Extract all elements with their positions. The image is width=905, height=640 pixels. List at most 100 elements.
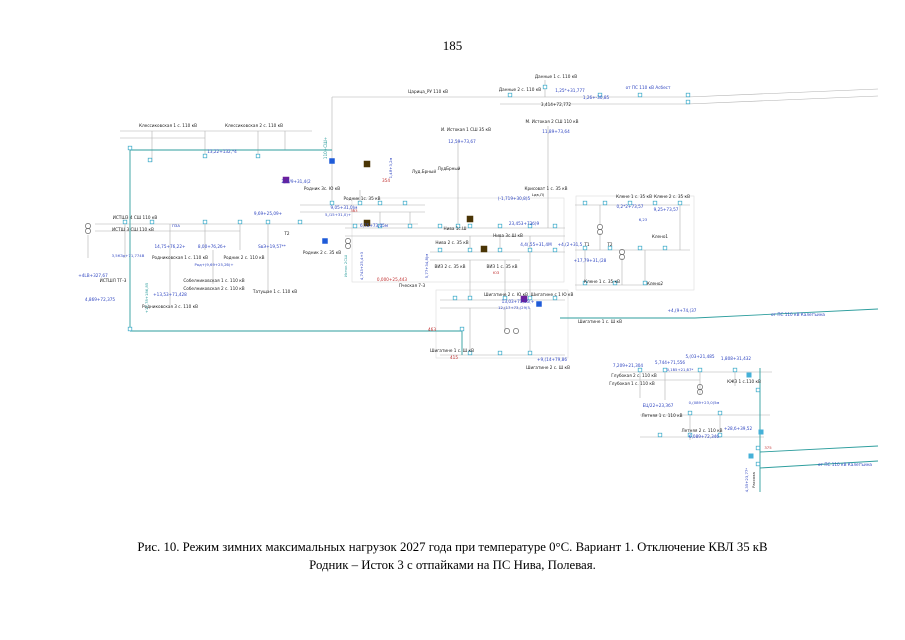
node-box — [467, 247, 473, 253]
diagram-label: +13,53+71,428 — [153, 292, 187, 297]
transformer-circle — [345, 238, 351, 244]
node-box — [627, 200, 633, 206]
diagram-label: 7,209+21,304 — [613, 363, 643, 368]
diagram-label: 9,05+31,0)м — [331, 205, 358, 210]
diagram-label: Царица_РУ 110 кВ — [408, 89, 448, 94]
breaker-box-purple — [520, 295, 528, 303]
bus-line — [687, 95, 879, 105]
diagram-label: 1,25*+31,777 — [555, 88, 585, 93]
diagram-label: ИСТШЛ ТГ-3 — [100, 278, 127, 283]
node-box — [297, 219, 303, 225]
node-box — [352, 223, 358, 229]
diagram-label: Шигатине 2 с. Ш кВ — [526, 365, 570, 370]
diagram-label: 6,23 — [639, 217, 648, 222]
diagram-label: 0,(089+23,0(5м — [689, 400, 720, 405]
breaker-box-cyan — [758, 429, 764, 435]
node-box — [685, 99, 691, 105]
node-box — [597, 92, 603, 98]
diagram-label: Собелниковская 2 с. 110 кВ — [183, 286, 244, 291]
node-box — [755, 461, 761, 467]
node-box — [407, 223, 413, 229]
diagram-label: Татущае 1 с. 110 кВ — [252, 289, 297, 294]
diagram-label: Родник 2 с. 35 кВ — [303, 250, 341, 255]
node-box — [202, 219, 208, 225]
diagram-label: Клессиковская 1 с. 110 кВ — [139, 123, 197, 128]
node-box — [502, 295, 508, 301]
diagram-label: Клене 1 с. 35 кВ — [584, 279, 620, 284]
breaker-box-brown — [466, 215, 474, 223]
node-box — [402, 200, 408, 206]
node-box — [497, 247, 503, 253]
node-box — [437, 223, 443, 229]
node-box — [642, 280, 648, 286]
diagram-label: Клено2 — [647, 281, 664, 286]
node-box — [542, 84, 548, 90]
diagram-label: +4LВ+327,67 — [78, 273, 108, 278]
diagram-label: 1,808+31,432 — [721, 356, 751, 361]
page-number: 185 — [442, 38, 463, 53]
diagram-label: 110+СШ+ — [323, 136, 328, 159]
diagram-label: Летняя 1 с. 110 кВ — [642, 413, 683, 418]
node-box — [687, 432, 693, 438]
diagram-label: Род+(9,69+25,2б)+ — [195, 262, 234, 267]
diagram-label: Т2 — [606, 242, 613, 247]
node-box — [662, 245, 668, 251]
node-box — [582, 280, 588, 286]
diagram-label: ВИЗ 1 с. 35 кВ — [486, 264, 517, 269]
diagram-label: Нива 3с.Ш кВ — [493, 233, 523, 238]
cluster-frame — [435, 289, 569, 359]
node-box — [497, 350, 503, 356]
diagram-label: КЖЗ 1 с.110 кВ — [727, 379, 761, 384]
node-box — [497, 223, 503, 229]
diagram-label: 354 — [382, 178, 390, 183]
teal-bus-line — [694, 308, 879, 319]
node-box — [637, 367, 643, 373]
diagram-label: Т1 — [583, 242, 590, 247]
diagram-label: Родник 2 с. 110 кВ — [224, 255, 265, 260]
teal-bus-line — [759, 460, 879, 469]
diagram-label: Шигатине 1 с. Ш кВ — [430, 348, 474, 353]
node-box — [459, 326, 465, 332]
diagram-label: ЕЦ/22+23,Зб7 — [643, 403, 674, 408]
diagram-label: Крисоват 1 с. 35 кВ — [524, 186, 567, 191]
node-box — [377, 200, 383, 206]
diagram-label: Клене 1 с. 35 кВ — [616, 194, 652, 199]
diagram-label: +4,(9+74,(37 — [668, 308, 697, 313]
node-box — [607, 245, 613, 251]
diagram-label: Клессиковская 2 с. 110 кВ — [225, 123, 283, 128]
node-box — [377, 223, 383, 229]
transformer-circle — [513, 328, 519, 334]
cluster-frame — [575, 195, 695, 291]
diagram-label: от ПС 110 кВ Асбест — [626, 85, 671, 90]
diagram-label: от ПС 110 кВ Калетъина — [771, 312, 825, 317]
diagram-label: Данные 2 с. 110 кВ — [499, 87, 541, 92]
transformer-circle — [85, 223, 91, 229]
diagram-label: +9,(14+79,86 — [537, 357, 567, 362]
diagram-label: Родник 3с. Ю кВ — [304, 186, 340, 191]
node-box — [467, 350, 473, 356]
diagram-label: М. Истоκая 2 СШ 110 кВ — [525, 119, 578, 124]
diagram-label: 5,/15+31,0)+ — [325, 212, 351, 217]
node-box — [527, 295, 533, 301]
transformer-circle — [597, 224, 603, 230]
breaker-box-blue — [536, 301, 542, 307]
node-box — [552, 295, 558, 301]
bus-line — [687, 88, 879, 98]
diagram-label: 0,000+25,443 — [377, 277, 407, 282]
diagram-label: 13,22+132,*4 — [207, 149, 237, 154]
diagram-label: ПЗА — [172, 223, 180, 228]
node-box — [717, 432, 723, 438]
diagram-label: +28,б+39,52 — [724, 426, 753, 431]
node-box — [455, 223, 461, 229]
diagram-label: Пческая 7-3 — [399, 283, 426, 288]
diagram-label: Летняя 2 с. 110 кВ — [682, 428, 723, 433]
transformer-circle — [345, 243, 351, 249]
diagram-label: ЛудБрный — [438, 166, 461, 171]
diagram-label: +4,(2+31,5 — [558, 242, 583, 247]
node-box — [527, 247, 533, 253]
diagram-label: 23,453+73б)9 — [509, 221, 540, 226]
diagram-label: 6,75+73,05м — [360, 223, 388, 228]
node-box — [652, 200, 658, 206]
node-box — [552, 223, 558, 229]
node-box — [149, 219, 155, 225]
